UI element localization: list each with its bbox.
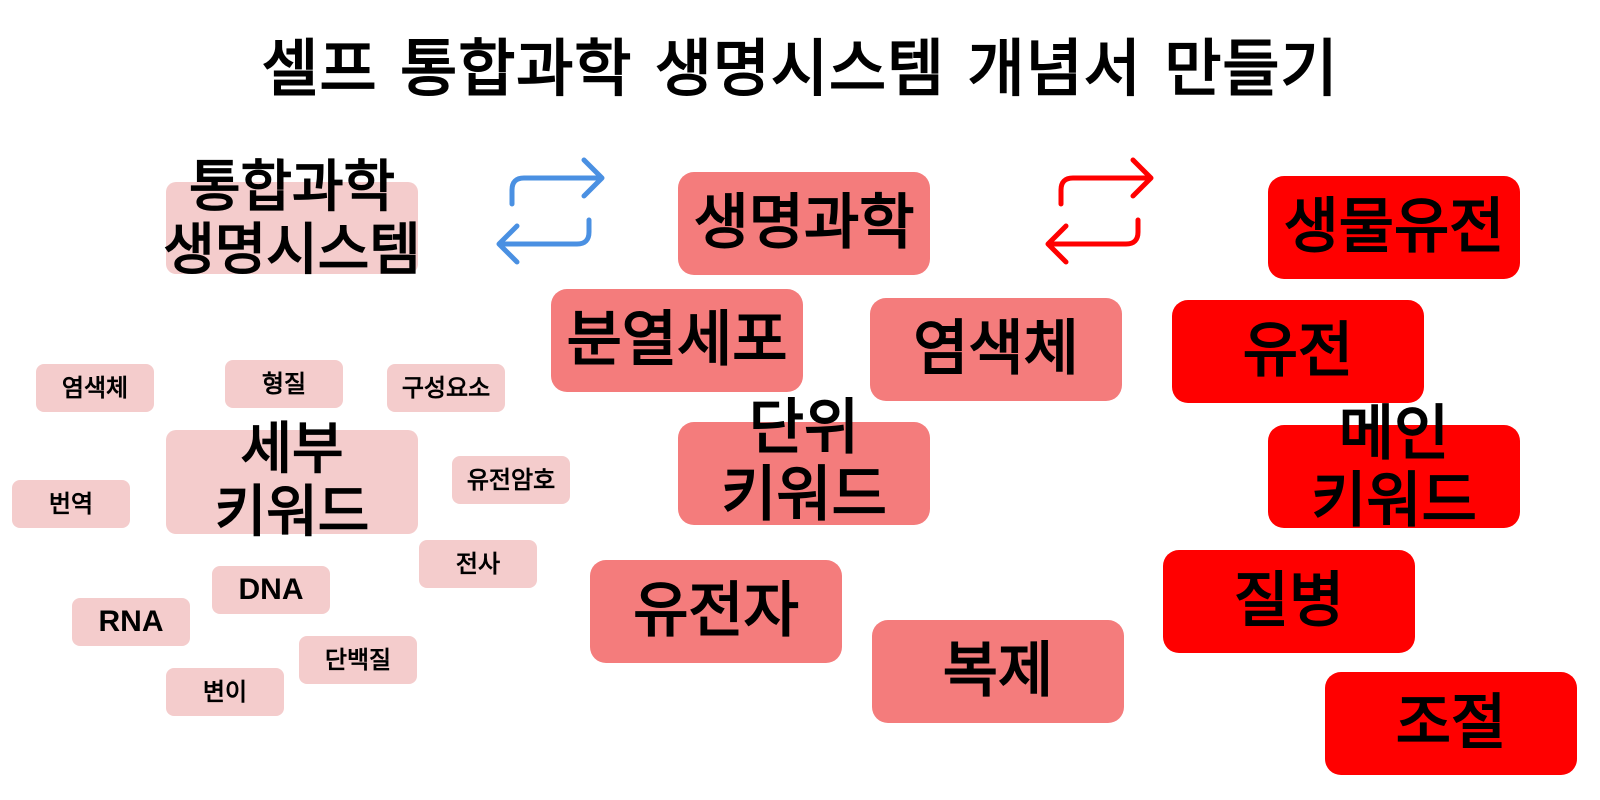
detail-keyword: 형질 (225, 360, 343, 408)
main-center-keyword (1268, 425, 1520, 528)
detail-keyword: RNA (72, 598, 190, 646)
main-keyword: 유전 (1172, 300, 1424, 403)
detail-keyword: 단백질 (299, 636, 417, 684)
unit-center-keyword (678, 422, 930, 525)
page-title: 셀프 통합과학 생명시스템 개념서 만들기 (261, 32, 1339, 105)
main-keyword: 조절 (1325, 672, 1577, 775)
main-center-label: 메인 키워드 (1311, 398, 1477, 536)
unit-center-label: 단위 키워드 (721, 392, 887, 530)
unit-keyword: 유전자 (590, 560, 842, 663)
detail-header-bg (166, 182, 418, 274)
main-group-header: 생물유전 (1268, 176, 1520, 279)
swap-arrows-icon (1045, 157, 1154, 265)
unit-keyword: 염색체 (870, 298, 1122, 401)
detail-group-header: 통합과학 생명시스템 (163, 155, 421, 283)
detail-keyword: DNA (212, 566, 330, 614)
detail-keyword: 염색체 (36, 364, 154, 412)
swap-arrows-icon (496, 157, 605, 265)
detail-keyword: 전사 (419, 540, 537, 588)
detail-keyword: 유전암호 (452, 456, 570, 504)
detail-keyword: 변이 (166, 668, 284, 716)
detail-keyword: 구성요소 (387, 364, 505, 412)
unit-keyword: 복제 (872, 620, 1124, 723)
detail-keyword: 번역 (12, 480, 130, 528)
main-keyword: 질병 (1163, 550, 1415, 653)
unit-group-header: 생명과학 (678, 172, 930, 275)
unit-keyword: 분열세포 (551, 289, 803, 392)
detail-center-keyword: 세부 키워드 (166, 418, 418, 544)
